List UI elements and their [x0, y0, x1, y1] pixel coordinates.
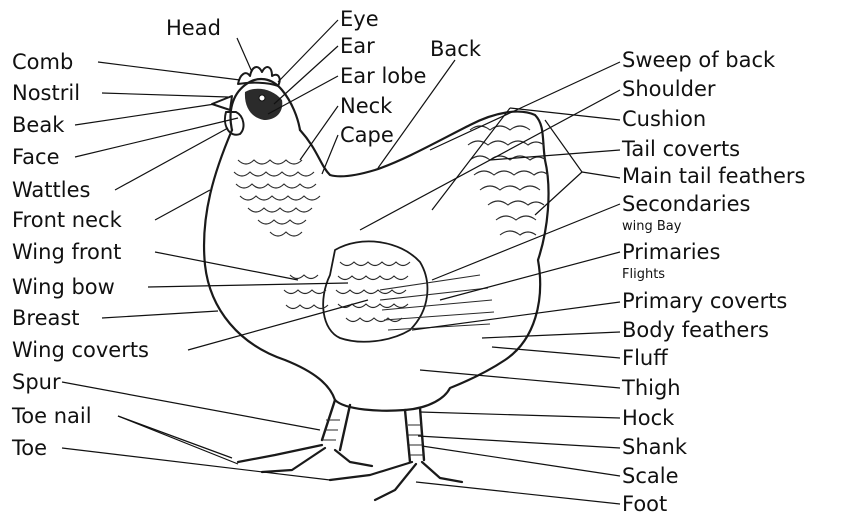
label-spur: Spur — [12, 370, 61, 394]
label-eye: Eye — [340, 7, 379, 31]
label-ear: Ear — [340, 34, 375, 58]
leader-lines — [62, 20, 620, 504]
label-front-neck: Front neck — [12, 208, 123, 232]
label-face: Face — [12, 145, 60, 169]
label-sweep-of-back: Sweep of back — [622, 48, 776, 72]
label-wing-front: Wing front — [12, 240, 121, 264]
label-tail-coverts: Tail coverts — [621, 137, 740, 161]
label-back: Back — [430, 37, 482, 61]
label-secondaries-sub: wing Bay — [622, 219, 682, 234]
label-breast: Breast — [12, 306, 80, 330]
label-cape: Cape — [340, 123, 394, 147]
label-nostril: Nostril — [12, 81, 80, 105]
label-toe-nail: Toe nail — [11, 404, 92, 428]
label-primaries-sub: Flights — [622, 267, 665, 282]
labels-left: Head Comb Nostril Beak Face Wattles Fron… — [11, 16, 221, 460]
label-wing-bow: Wing bow — [12, 275, 115, 299]
label-main-tail-feathers: Main tail feathers — [622, 164, 805, 188]
label-secondaries: Secondaries — [622, 192, 750, 216]
label-wattles: Wattles — [12, 178, 90, 202]
label-cushion: Cushion — [622, 107, 706, 131]
label-shoulder: Shoulder — [622, 77, 716, 101]
label-fluff: Fluff — [622, 346, 668, 370]
label-beak: Beak — [12, 113, 65, 137]
label-neck: Neck — [340, 94, 393, 118]
label-wing-coverts: Wing coverts — [12, 338, 149, 362]
label-shank: Shank — [622, 435, 688, 459]
label-body-feathers: Body feathers — [622, 318, 769, 342]
label-primaries: Primaries — [622, 240, 720, 264]
label-head: Head — [166, 16, 221, 40]
label-ear-lobe: Ear lobe — [340, 64, 426, 88]
label-primary-coverts: Primary coverts — [622, 289, 787, 313]
labels-top: Eye Ear Ear lobe Neck Cape Back — [340, 7, 482, 147]
label-toe: Toe — [11, 436, 47, 460]
label-hock: Hock — [622, 406, 675, 430]
label-scale: Scale — [622, 464, 679, 488]
labels-right: Sweep of back Shoulder Cushion Tail cove… — [621, 48, 805, 514]
label-thigh: Thigh — [621, 376, 681, 400]
label-comb: Comb — [12, 50, 73, 74]
label-foot: Foot — [622, 492, 667, 514]
